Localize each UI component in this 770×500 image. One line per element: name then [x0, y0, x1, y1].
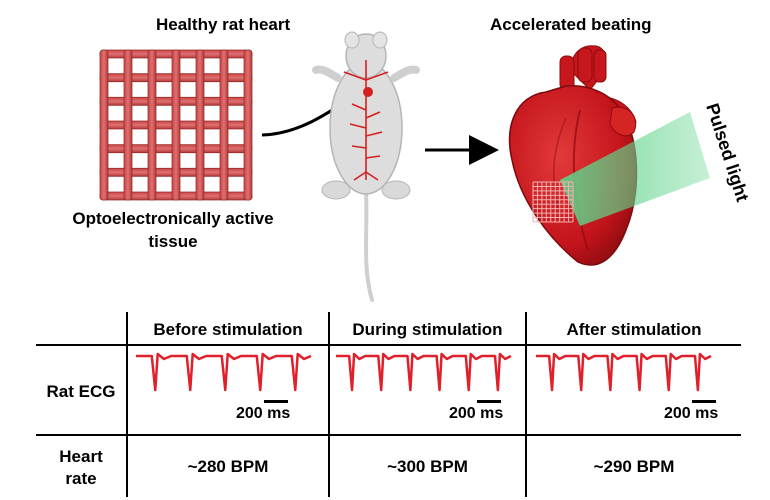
table-divider-1: [126, 312, 128, 497]
column-header-during: During stimulation: [352, 320, 503, 339]
scale-label-during: 200 ms: [449, 405, 504, 422]
illustration-layer: [99, 31, 710, 302]
light-beam: [560, 112, 710, 226]
table-divider-3: [525, 312, 527, 497]
row-header-rate-line1: Heart: [59, 447, 103, 466]
heart-rate-during: ~300 BPM: [387, 457, 468, 476]
heart-rate-before: ~280 BPM: [187, 457, 269, 476]
table-header-rule: [36, 344, 741, 346]
scale-label-before: 200 ms: [236, 405, 291, 422]
row-header-ecg: Rat ECG: [46, 382, 116, 401]
ecg-trace-after: [536, 352, 712, 392]
label-tissue-line2: tissue: [148, 232, 198, 251]
row-header-rate-line2: rate: [65, 469, 97, 488]
ecg-trace-during: [336, 352, 512, 392]
table-row-rule: [36, 434, 741, 436]
table-divider-2: [328, 312, 330, 497]
column-header-after: After stimulation: [566, 320, 702, 339]
label-accelerated-beating: Accelerated beating: [490, 15, 652, 34]
column-header-before: Before stimulation: [153, 320, 303, 339]
ecg-trace-before: [136, 352, 312, 392]
label-tissue-line1: Optoelectronically active: [72, 209, 274, 228]
heart-rate-after: ~290 BPM: [593, 457, 675, 476]
results-table: Before stimulation During stimulation Af…: [36, 312, 741, 497]
scaffold-mesh-icon: [99, 49, 253, 201]
tissue-patch-icon: [532, 181, 574, 223]
label-healthy-heart: Healthy rat heart: [156, 15, 291, 34]
scale-label-after: 200 ms: [664, 405, 719, 422]
rat-icon: [312, 31, 420, 302]
